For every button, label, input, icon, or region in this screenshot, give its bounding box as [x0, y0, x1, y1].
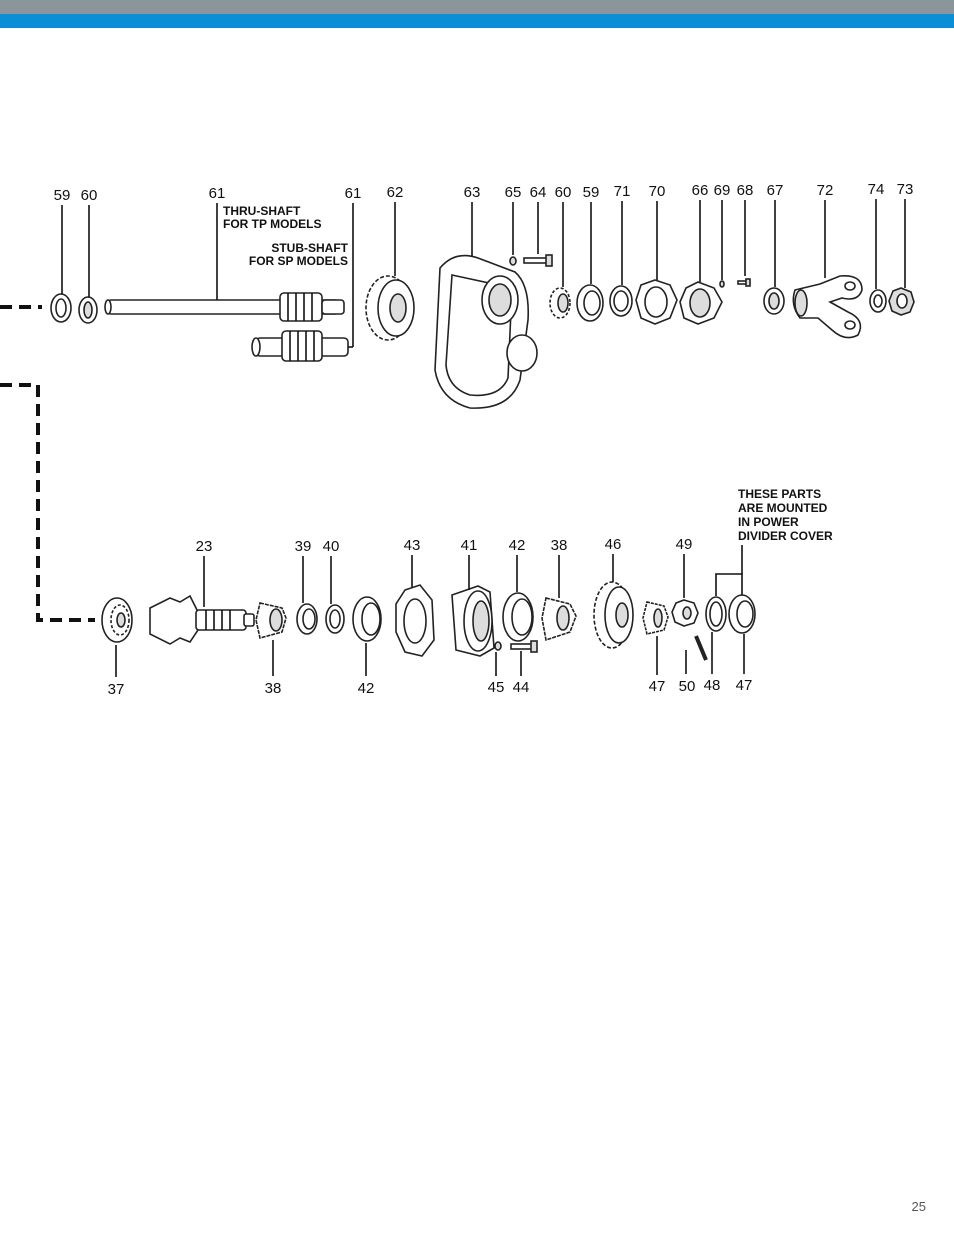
bearing-cone-38b-illustration — [541, 597, 577, 642]
nut-73-illustration — [888, 287, 915, 316]
shaft-note-line: THRU-SHAFT — [223, 204, 301, 218]
bolt-64-illustration — [523, 254, 553, 267]
top-row-parts — [50, 254, 915, 409]
part-number-label-47-14: 47 — [649, 678, 666, 695]
stub-shaft-61-illustration — [251, 330, 349, 362]
spacer-39-illustration — [296, 603, 318, 635]
pin-50-illustration — [694, 635, 708, 661]
dashed-connector — [0, 305, 95, 622]
shaft-note-line: STUB-SHAFT — [271, 241, 348, 255]
part-number-label-43-3: 43 — [404, 537, 421, 554]
bottom-row-parts — [101, 581, 756, 661]
bearing-cage-41-illustration — [451, 585, 495, 657]
nut-49-illustration — [671, 599, 699, 627]
part-number-label-38-6: 38 — [551, 537, 568, 554]
capscrew-68-illustration — [737, 278, 751, 287]
bearing-cone-47-illustration — [642, 601, 669, 635]
part-number-label-50-15: 50 — [679, 678, 696, 695]
part-number-label-71-10: 71 — [614, 183, 631, 200]
shaft-note-line: FOR SP MODELS — [249, 254, 348, 268]
washer-74-illustration — [869, 289, 887, 313]
part-number-label-39-1: 39 — [295, 538, 312, 555]
cover-note-line: IN POWER — [738, 515, 799, 529]
part-number-label-37-9: 37 — [108, 681, 125, 698]
top-row-leaders — [61, 199, 906, 348]
part-number-label-46-7: 46 — [605, 536, 622, 553]
shim-40-illustration — [325, 604, 345, 634]
gear-62-illustration — [365, 275, 415, 341]
part-number-label-41-4: 41 — [461, 537, 478, 554]
part-number-label-73-18: 73 — [897, 181, 914, 198]
cover-note-line: DIVIDER COVER — [738, 529, 833, 543]
bearing-cover-66-illustration — [679, 281, 723, 325]
washer-45-illustration — [494, 641, 502, 651]
part-number-label-74-17: 74 — [868, 181, 885, 198]
gear-46-illustration — [593, 581, 634, 649]
lock-washer-69-illustration — [719, 280, 725, 288]
washer-65-illustration — [509, 256, 517, 266]
gasket-43-illustration — [395, 584, 435, 657]
part-number-label-67-15: 67 — [767, 182, 784, 199]
top-row-part-numbers: 59 60 61 61 62 63 65 64 60 59 71 70 66 69 68 67 72 74 73 — [54, 181, 914, 204]
part-number-label-62-4: 62 — [387, 184, 404, 201]
part-number-label-42-5: 42 — [509, 537, 526, 554]
cover-note-line: ARE MOUNTED — [738, 501, 828, 515]
part-number-label-42-11: 42 — [358, 680, 375, 697]
part-number-label-59-0: 59 — [54, 187, 71, 204]
bearing-cone-38-illustration — [255, 602, 287, 639]
part-number-label-49-8: 49 — [676, 536, 693, 553]
part-number-label-63-5: 63 — [464, 184, 481, 201]
part-number-label-61-2: 61 — [209, 185, 226, 202]
part-number-label-60-8: 60 — [555, 184, 572, 201]
part-number-label-47-17: 47 — [736, 677, 753, 694]
header-blue-bar — [0, 14, 954, 28]
gasket-70-illustration — [635, 279, 678, 325]
bearing-cup-59b-illustration — [576, 284, 604, 322]
part-number-label-68-14: 68 — [737, 182, 754, 199]
part-number-label-65-6: 65 — [505, 184, 522, 201]
part-number-label-69-13: 69 — [714, 182, 731, 199]
bottom-row-leaders — [115, 545, 745, 677]
bearing-cup-42b-illustration — [502, 592, 534, 642]
part-number-label-61-3: 61 — [345, 185, 362, 202]
ball-bearing-37-illustration — [101, 597, 133, 643]
thru-shaft-61-illustration — [104, 292, 345, 322]
part-number-label-38-10: 38 — [265, 680, 282, 697]
bolt-44-illustration — [510, 640, 538, 653]
part-number-label-44-13: 44 — [513, 679, 530, 696]
part-number-label-23-0: 23 — [196, 538, 213, 555]
bearing-cup-42-illustration — [352, 596, 382, 642]
bottom-row-part-numbers: 23 39 40 43 41 42 38 46 49 37 38 42 45 44 47 50 48 47 — [108, 536, 753, 698]
oil-seal-67-illustration — [763, 287, 785, 315]
page-number: 25 — [911, 1199, 926, 1214]
part-number-label-64-7: 64 — [530, 184, 547, 201]
part-number-label-48-16: 48 — [704, 677, 721, 694]
bearing-cone-60-illustration — [78, 296, 98, 324]
ring-48-illustration — [705, 596, 727, 632]
bearing-cup-47b-illustration — [728, 594, 756, 634]
part-number-label-40-2: 40 — [323, 538, 340, 555]
shim-71-illustration — [609, 285, 633, 317]
part-number-label-70-11: 70 — [649, 183, 666, 200]
part-number-label-45-12: 45 — [488, 679, 505, 696]
pinion-23-illustration — [149, 594, 255, 645]
housing-cover-63-illustration — [434, 254, 538, 409]
bearing-cup-59-illustration — [50, 293, 72, 323]
header-gray-bar — [0, 0, 954, 14]
cover-note-line: THESE PARTS — [738, 487, 821, 501]
shaft-note-line: FOR TP MODELS — [223, 217, 321, 231]
bearing-cone-60b-illustration — [549, 287, 571, 319]
part-number-label-72-16: 72 — [817, 182, 834, 199]
part-number-label-66-12: 66 — [692, 182, 709, 199]
part-number-label-59-9: 59 — [583, 184, 600, 201]
yoke-72-illustration — [792, 274, 863, 339]
part-number-label-60-1: 60 — [81, 187, 98, 204]
